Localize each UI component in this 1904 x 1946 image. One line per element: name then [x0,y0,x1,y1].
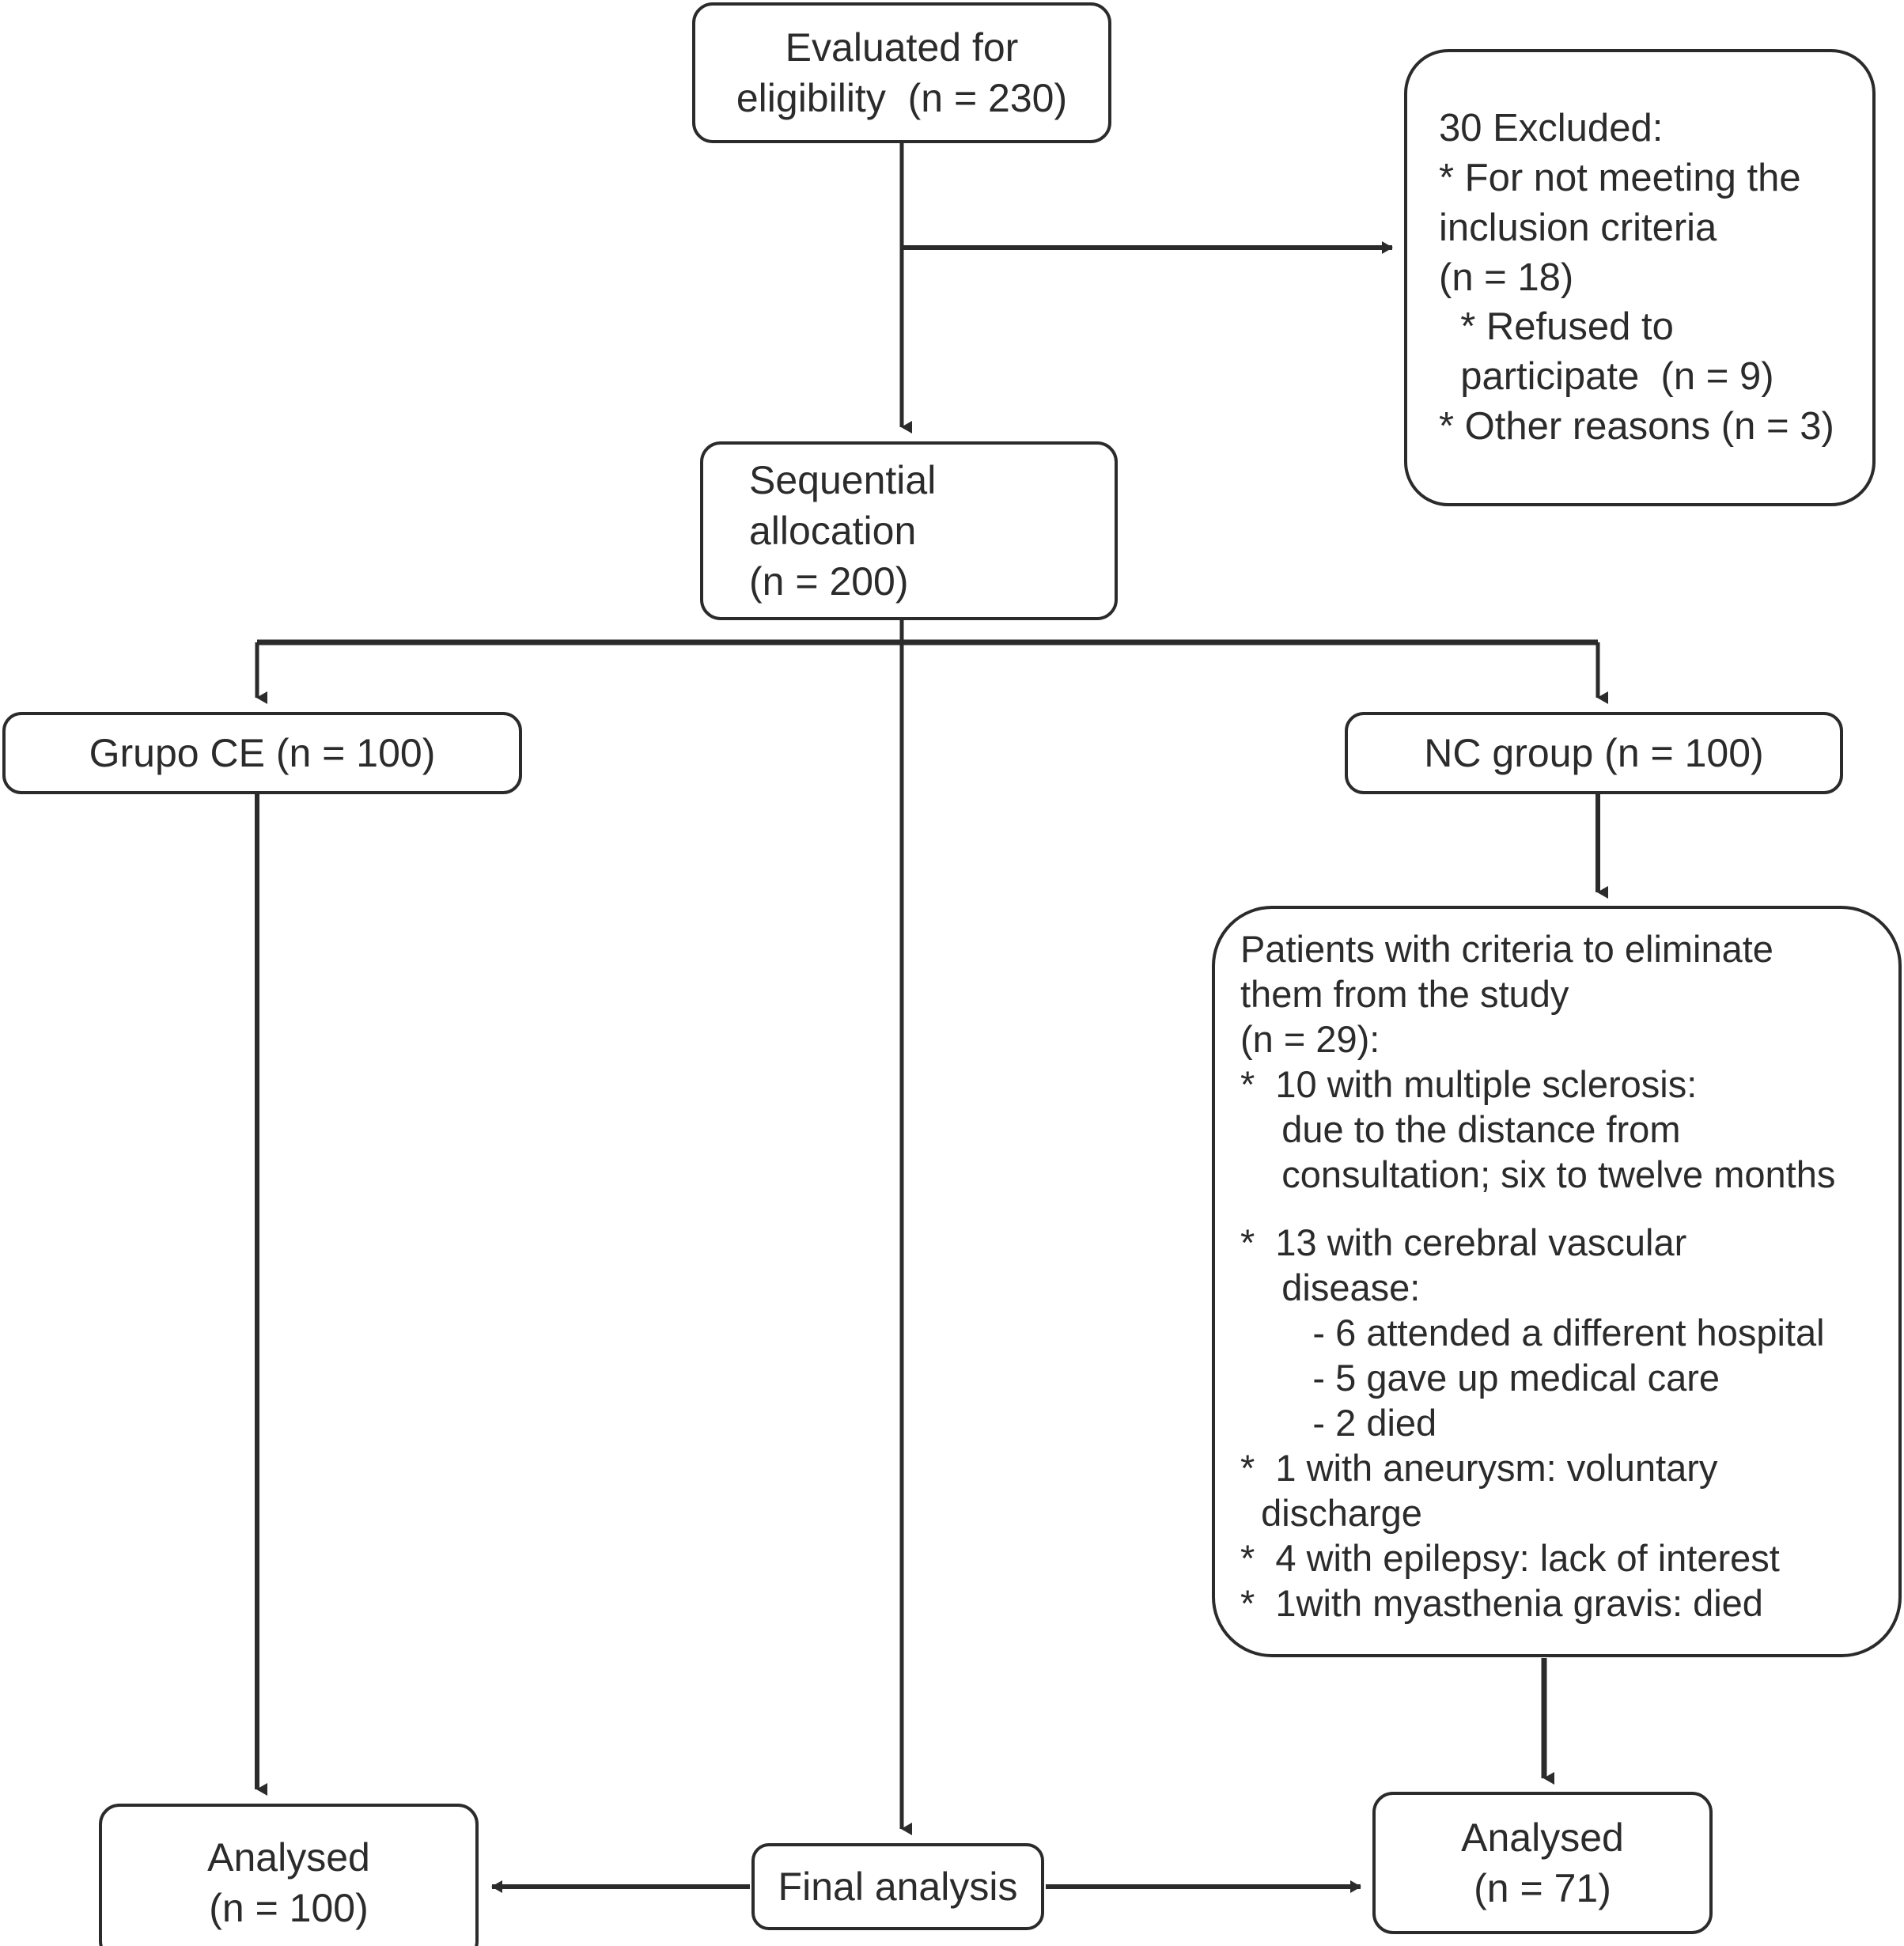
node-line: - 6 attended a different hospital [1240,1311,1825,1353]
node-line: them from the study [1240,973,1569,1016]
node-line: (n = 18) [1439,256,1574,299]
node-line: (n = 71) [1474,1866,1611,1910]
node-sequential-allocation: Sequential allocation (n = 200) [700,441,1118,620]
node-line: Analysed [1461,1815,1624,1860]
node-line: * For not meeting the [1439,157,1801,200]
node-line: Sequential [749,458,937,502]
node-line: participate (n = 9) [1439,355,1774,399]
node-line: Analysed [207,1835,370,1880]
node-line: due to the distance from [1240,1108,1681,1151]
node-analysed-nc: Analysed (n = 71) [1372,1792,1713,1934]
node-line: * 1with myasthenia gravis: died [1240,1582,1763,1625]
node-line: eligibility (n = 230) [736,76,1068,120]
node-elimination-criteria: Patients with criteria to eliminate them… [1212,906,1902,1657]
node-line: discharge [1240,1492,1422,1535]
node-evaluated-for-eligibility: Evaluated for eligibility (n = 230) [692,2,1111,143]
node-line: * Refused to [1439,305,1674,349]
node-line: Grupo CE (n = 100) [89,731,436,775]
node-line: Evaluated for [785,25,1019,70]
node-line: * 4 with epilepsy: lack of interest [1240,1537,1780,1580]
node-line: * 1 with aneurysm: voluntary [1240,1447,1718,1490]
node-line: - 5 gave up medical care [1240,1356,1720,1399]
node-line: - 2 died [1240,1401,1437,1444]
node-line: Final analysis [778,1865,1018,1909]
node-line: Patients with criteria to eliminate [1240,928,1773,970]
node-group-nc: NC group (n = 100) [1345,712,1843,794]
node-line: (n = 29): [1240,1018,1380,1061]
node-line: allocation [749,509,917,553]
node-final-analysis: Final analysis [751,1843,1044,1930]
node-line: (n = 200) [749,559,909,604]
node-excluded-reasons: 30 Excluded: * For not meeting the inclu… [1404,49,1876,506]
node-line: NC group (n = 100) [1424,731,1764,775]
node-line: * 13 with cerebral vascular [1240,1221,1687,1263]
node-line: * 10 with multiple sclerosis: [1240,1063,1698,1106]
node-line-spacer [1240,1198,1891,1220]
node-line: consultation; six to twelve months [1240,1153,1836,1196]
node-line: disease: [1240,1266,1421,1308]
node-line: (n = 100) [209,1886,369,1930]
node-line: 30 Excluded: [1439,107,1664,150]
node-line: * Other reasons (n = 3) [1439,404,1834,448]
node-group-ce: Grupo CE (n = 100) [2,712,522,794]
node-line: inclusion criteria [1439,206,1717,249]
node-analysed-ce: Analysed (n = 100) [99,1804,479,1946]
